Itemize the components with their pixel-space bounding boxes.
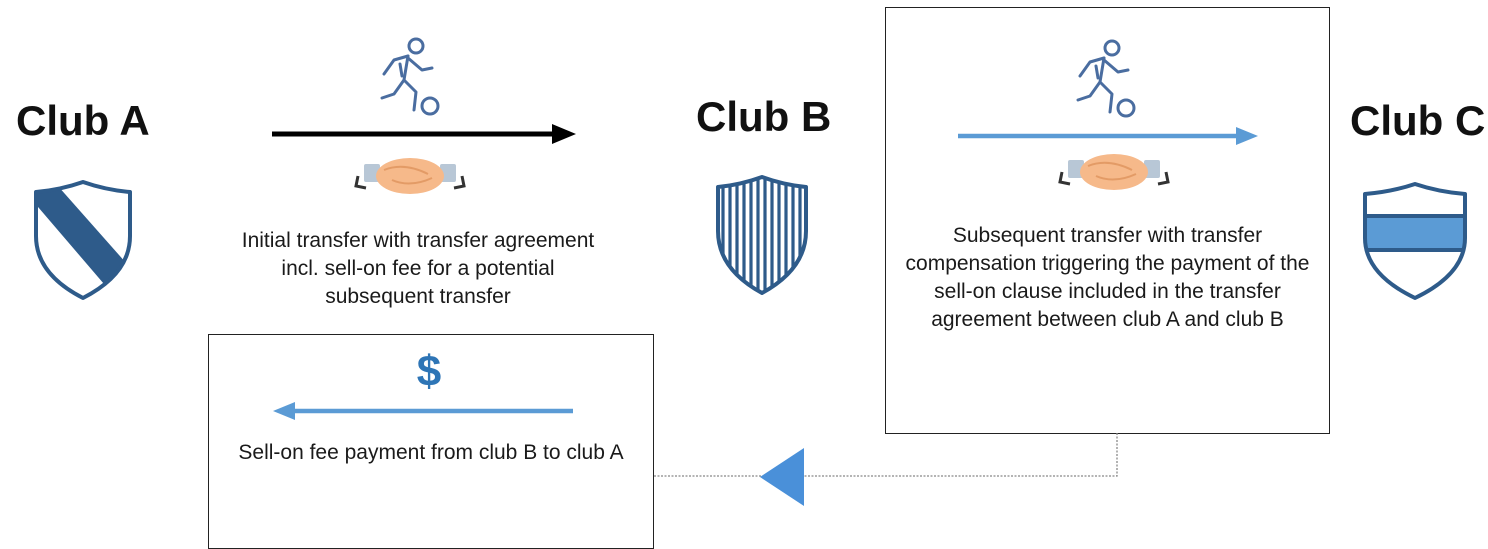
club-b-title: Club B — [696, 93, 832, 140]
sell-on-payment-arrow — [271, 399, 575, 423]
subsequent-transfer-caption: Subsequent transfer with transfer compen… — [905, 224, 1310, 331]
subsequent-transfer-arrow — [958, 124, 1260, 148]
initial-transfer-caption: Initial transfer with transfer agreement… — [241, 229, 595, 308]
football-player-icon — [364, 36, 448, 122]
sell-on-payment-box: $ Sell-on fee payment from club B to clu… — [208, 334, 654, 549]
club-b-shield-icon — [712, 173, 812, 299]
handshake-icon — [352, 152, 468, 200]
club-c-title: Club C — [1350, 97, 1486, 144]
dollar-icon: $ — [416, 347, 442, 396]
initial-transfer-arrow — [272, 122, 578, 146]
club-a-shield-icon — [30, 178, 136, 304]
connector-arrowhead — [760, 446, 806, 508]
subsequent-transfer-box: Subsequent transfer with transfer compen… — [885, 7, 1330, 434]
sell-on-payment-caption: Sell-on fee payment from club B to club … — [238, 441, 624, 464]
club-a-title: Club A — [16, 97, 150, 144]
football-player-icon — [1060, 38, 1144, 124]
connector-line — [654, 432, 1120, 492]
handshake-icon — [1056, 148, 1172, 196]
club-c-shield-icon — [1359, 180, 1471, 304]
